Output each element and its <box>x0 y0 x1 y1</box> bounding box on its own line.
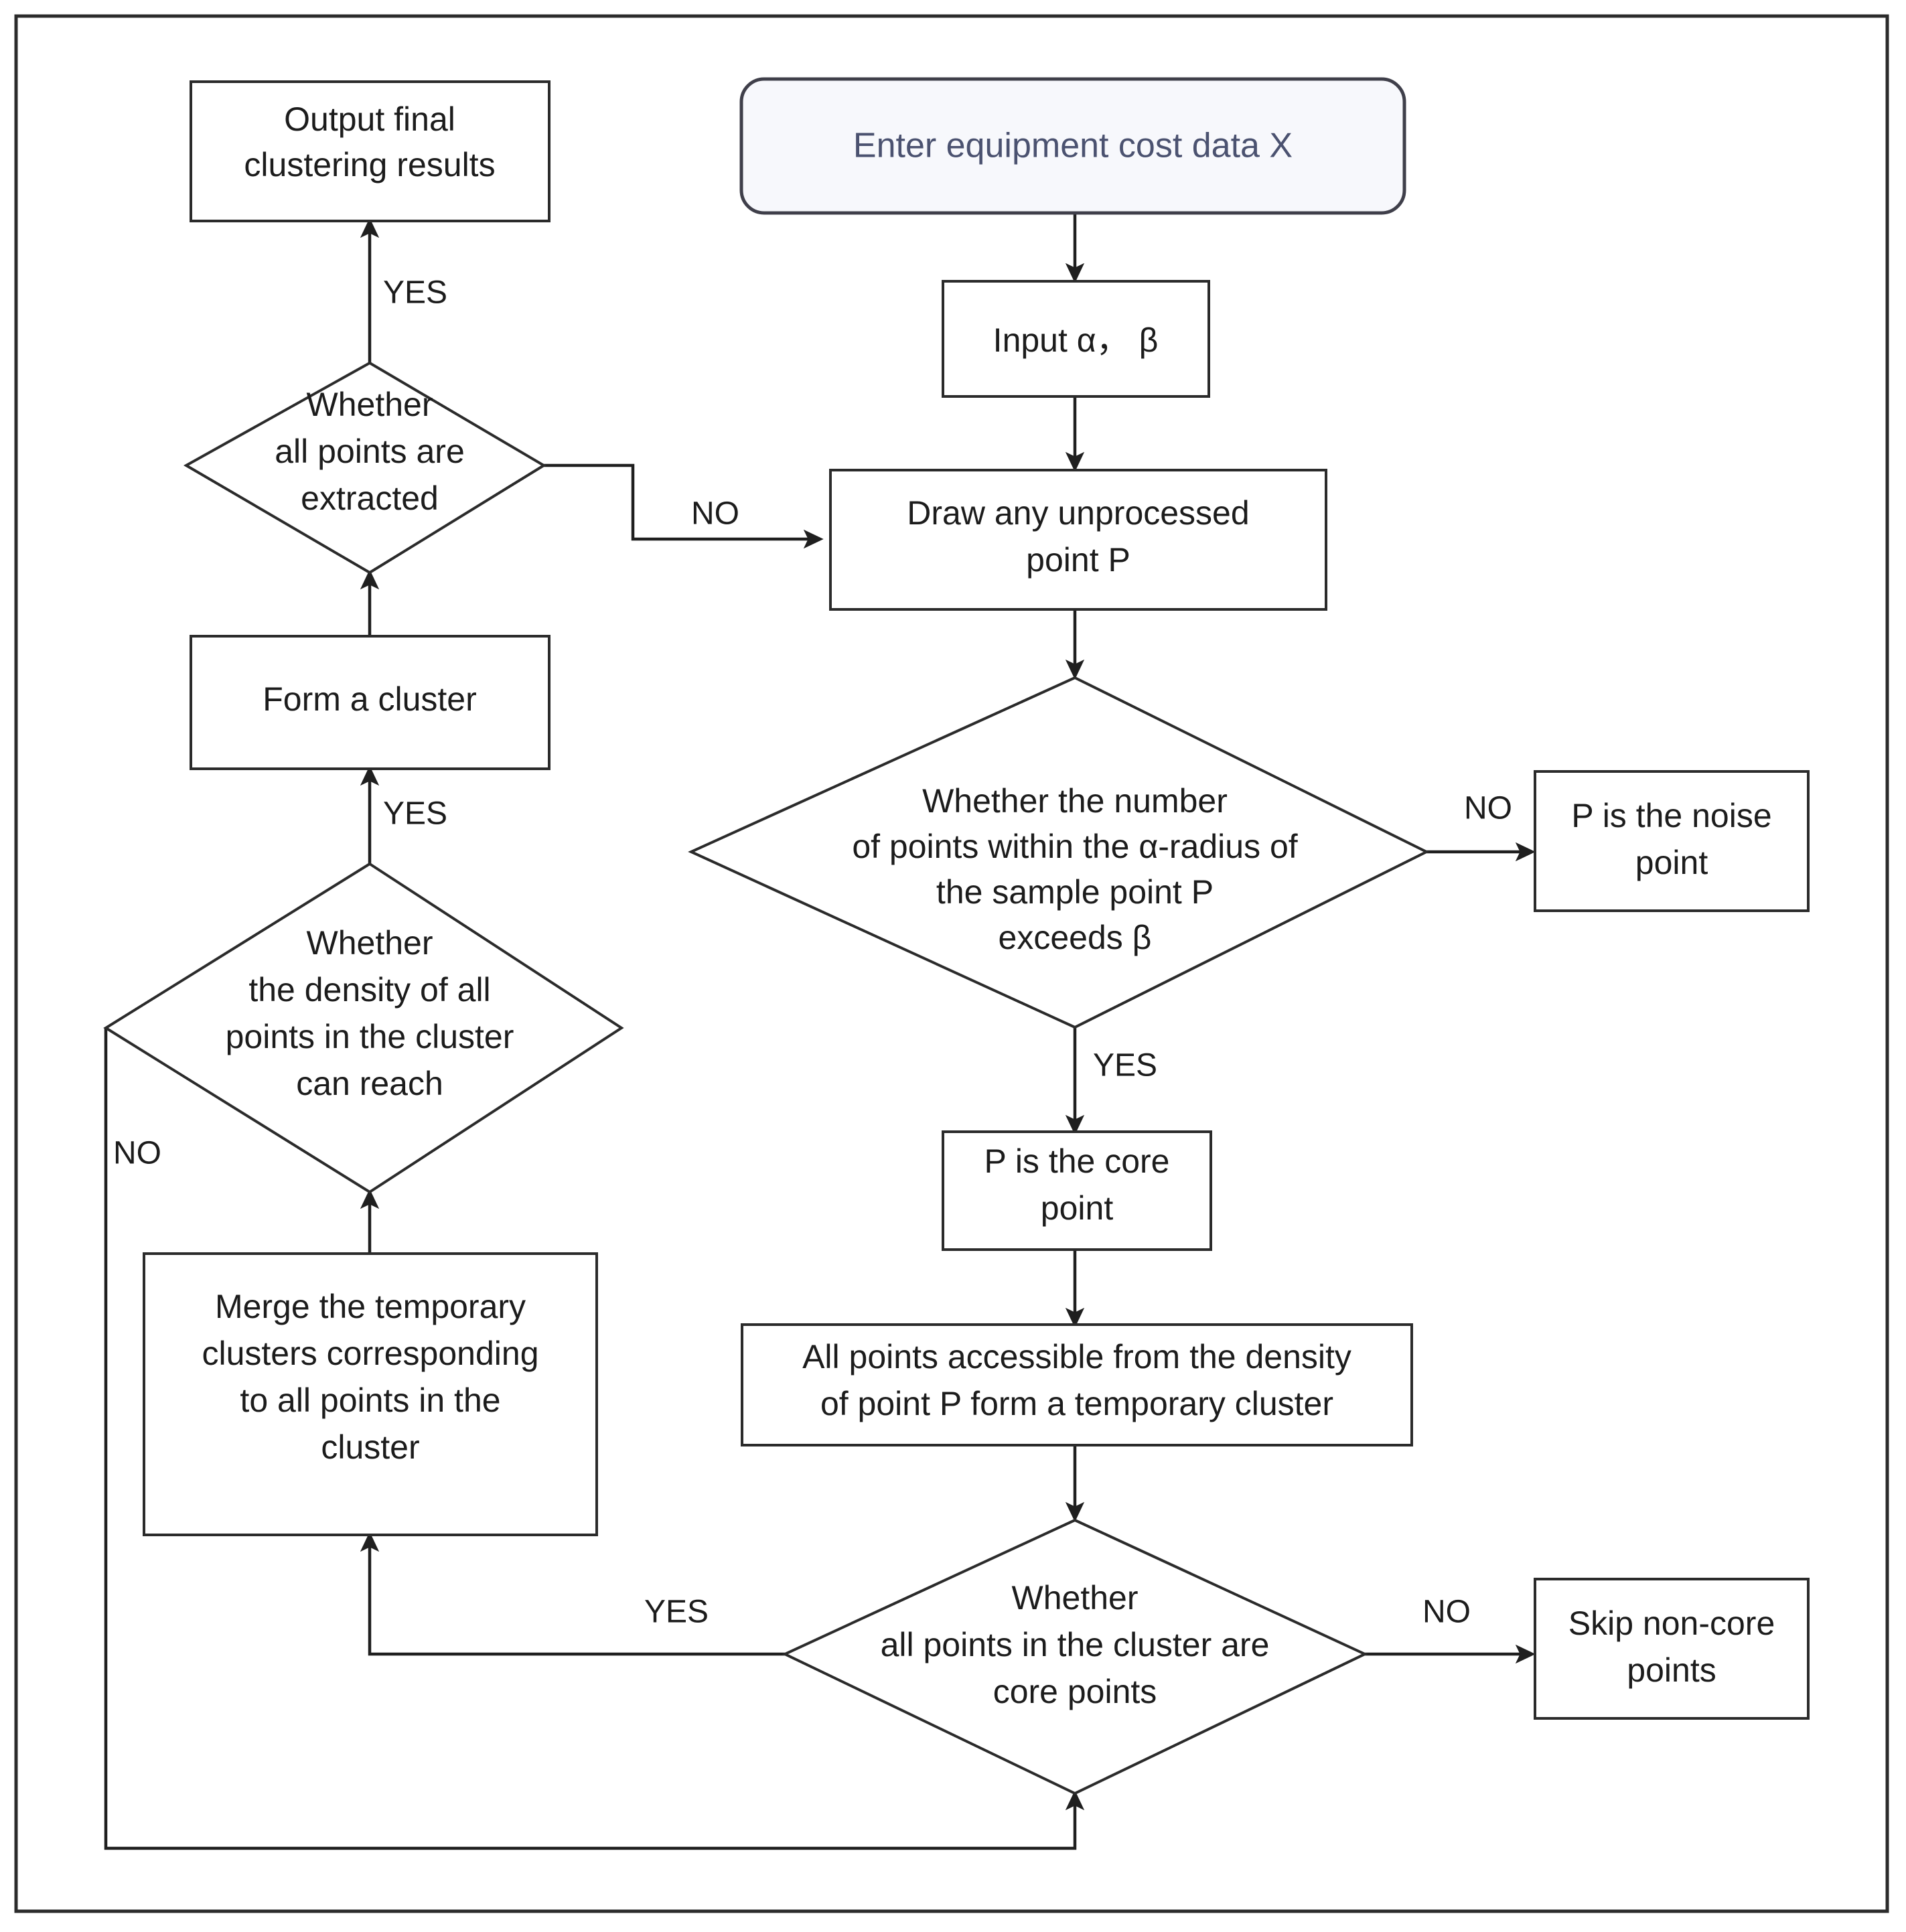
node-merge-clusters-line-3: cluster <box>321 1428 419 1466</box>
node-core-point[interactable]: P is the core point <box>942 1130 1212 1251</box>
node-output-results-line-1: clustering results <box>244 146 495 183</box>
node-check-all-extracted-line-2: extracted <box>301 479 439 517</box>
node-noise-point[interactable]: P is the noise point <box>1534 770 1810 912</box>
edge-label-all-core-no: NO <box>1422 1594 1471 1630</box>
node-draw-point-line-0: Draw any unprocessed <box>907 494 1249 532</box>
node-skip-non-core-line-1: points <box>1627 1651 1716 1689</box>
node-skip-non-core-line-0: Skip non-core <box>1568 1605 1775 1642</box>
node-check-density-reach-line-2: points in the cluster <box>226 1018 514 1055</box>
node-core-point-line-0: P is the core <box>984 1142 1169 1180</box>
outer-frame <box>14 14 1889 1913</box>
node-temp-cluster[interactable]: All points accessible from the density o… <box>741 1323 1413 1446</box>
node-check-density-reach[interactable]: Whether the density of all points in the… <box>103 862 624 1194</box>
edge-check-extracted-no-to-draw <box>544 463 824 549</box>
node-form-cluster[interactable]: Form a cluster <box>190 635 551 770</box>
node-temp-cluster-line-1: of point P form a temporary cluster <box>820 1385 1333 1422</box>
edge-label-extracted-yes: YES <box>383 275 447 311</box>
node-output-results[interactable]: Output final clustering results <box>190 80 551 222</box>
edge-label-density-no: NO <box>113 1136 161 1171</box>
node-core-point-line-1: point <box>1041 1189 1114 1227</box>
edge-check-density-no-to-check-core <box>104 1028 1085 1850</box>
node-draw-point[interactable]: Draw any unprocessed point P <box>829 469 1327 611</box>
edge-check-core-yes-to-merge <box>360 1532 785 1656</box>
edge-label-all-core-yes: YES <box>644 1594 709 1630</box>
node-input-params-line-0: Input α， β <box>993 321 1159 359</box>
node-check-alpha-beta-line-0: Whether the number <box>922 782 1228 820</box>
node-check-density-reach-line-0: Whether <box>307 924 433 962</box>
node-check-all-extracted[interactable]: Whether all points are extracted <box>183 361 546 575</box>
node-temp-cluster-line-0: All points accessible from the density <box>802 1338 1351 1376</box>
edge-label-alpha-beta-yes: YES <box>1093 1048 1157 1084</box>
node-check-alpha-beta[interactable]: Whether the number of points within the … <box>688 676 1430 1029</box>
node-check-all-core-line-0: Whether <box>1012 1579 1139 1617</box>
node-merge-clusters-line-2: to all points in the <box>240 1382 500 1419</box>
edge-label-alpha-beta-no: NO <box>1464 791 1512 826</box>
node-skip-non-core[interactable]: Skip non-core points <box>1534 1578 1810 1720</box>
node-merge-clusters-line-1: clusters corresponding <box>202 1335 538 1372</box>
node-check-all-extracted-line-0: Whether <box>307 386 433 423</box>
node-form-cluster-line-0: Form a cluster <box>263 680 477 718</box>
node-output-results-line-0: Output final <box>284 100 455 138</box>
node-check-all-extracted-line-1: all points are <box>275 433 465 470</box>
node-check-alpha-beta-line-1: of points within the α-radius of <box>852 828 1297 865</box>
node-input-params[interactable]: Input α， β <box>942 280 1210 398</box>
node-draw-point-line-1: point P <box>1026 541 1130 579</box>
node-check-all-core[interactable]: Whether all points in the cluster are co… <box>782 1518 1368 1795</box>
node-merge-clusters[interactable]: Merge the temporary clusters correspondi… <box>143 1252 598 1536</box>
node-start[interactable]: Enter equipment cost data X <box>739 77 1406 215</box>
node-noise-point-line-0: P is the noise <box>1571 797 1771 834</box>
node-check-density-reach-line-1: the density of all <box>248 971 490 1009</box>
edge-label-density-yes: YES <box>383 796 447 832</box>
node-check-density-reach-line-3: can reach <box>296 1065 443 1102</box>
node-check-all-core-line-2: core points <box>993 1673 1157 1710</box>
edge-label-extracted-no: NO <box>691 496 739 532</box>
node-check-alpha-beta-line-2: the sample point P <box>936 873 1214 911</box>
node-start-line-0: Enter equipment cost data X <box>853 127 1293 165</box>
node-check-all-core-line-1: all points in the cluster are <box>881 1626 1270 1663</box>
node-check-alpha-beta-line-3: exceeds β <box>999 919 1152 956</box>
node-noise-point-line-1: point <box>1635 844 1708 881</box>
node-merge-clusters-line-0: Merge the temporary <box>215 1288 526 1325</box>
